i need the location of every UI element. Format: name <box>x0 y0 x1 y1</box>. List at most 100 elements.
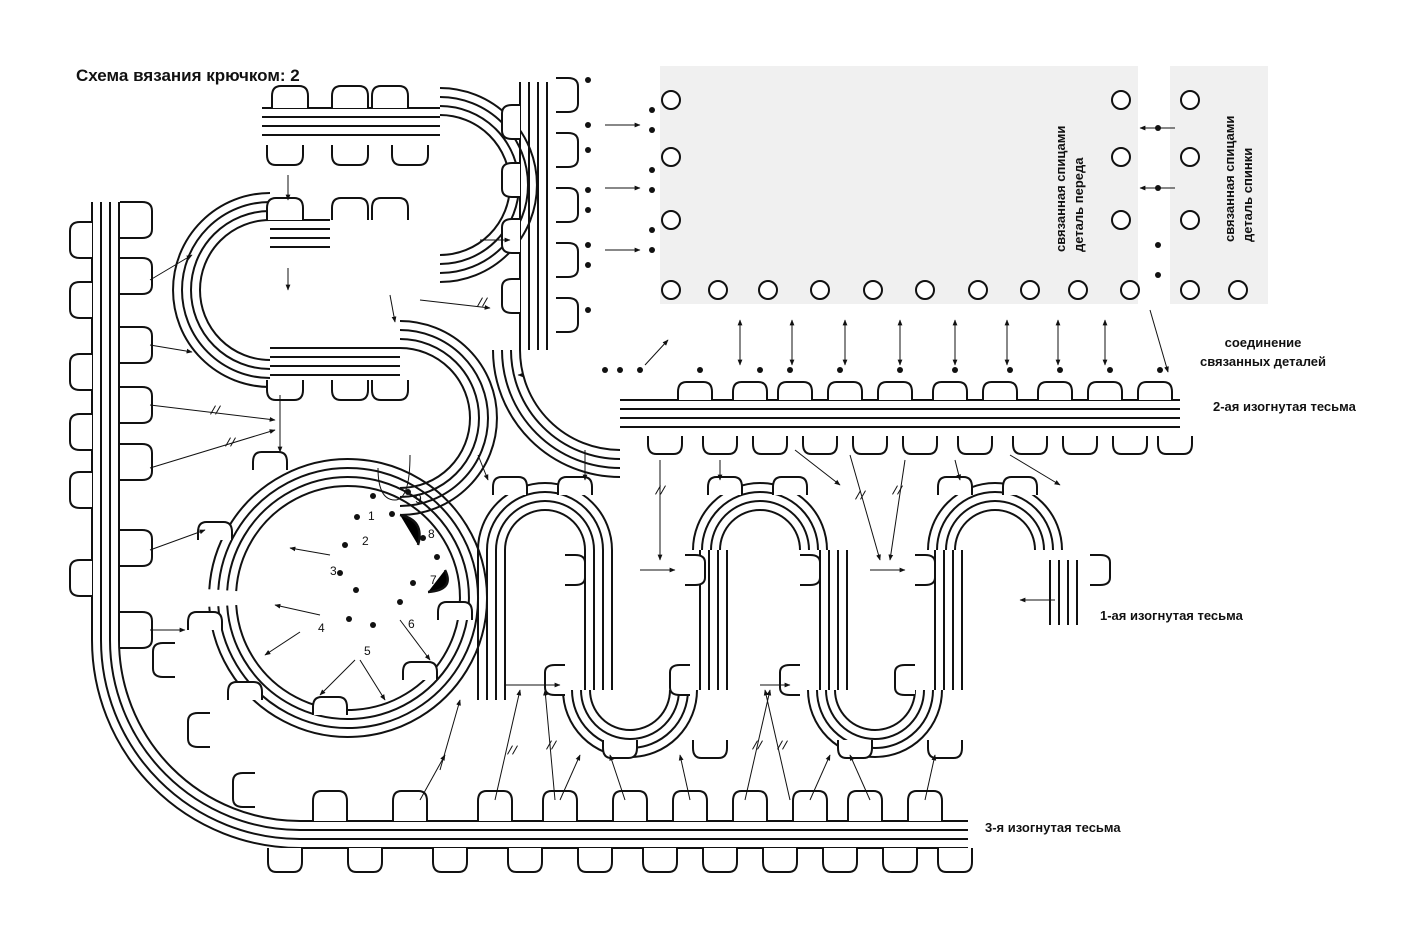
scallop <box>802 436 838 455</box>
center-stitch <box>346 616 352 622</box>
scallop <box>69 353 92 391</box>
scallop <box>69 413 92 451</box>
scallop <box>501 104 520 140</box>
loop-arrow <box>149 429 276 469</box>
lower-loop-turn <box>399 320 498 516</box>
knit-stitch-circle <box>708 280 728 300</box>
scallop <box>557 476 593 495</box>
scallop <box>937 848 973 873</box>
skip-tick <box>752 740 758 750</box>
scallop <box>120 529 153 567</box>
scallop <box>837 740 873 759</box>
edge-dot <box>649 107 655 113</box>
scallop <box>685 554 706 586</box>
skip-tick <box>477 297 483 307</box>
meander-top-arc <box>692 482 828 551</box>
diagram-title: Схема вязания крючком: 2 <box>76 66 300 85</box>
spoke-arrow <box>274 603 321 616</box>
center-stitch <box>370 493 376 499</box>
scallop <box>565 554 586 586</box>
center-stitch <box>389 511 395 517</box>
center-stitch <box>434 554 440 560</box>
scallop <box>266 197 304 220</box>
stitch-number: 4 <box>318 621 325 635</box>
tape3-label: 3-я изогнутая тесьма <box>985 820 1121 835</box>
tape2-corner <box>519 349 621 451</box>
meander-top-arc <box>936 491 1054 551</box>
scallop <box>477 790 513 821</box>
connection-label-line1: соединение <box>1224 335 1302 350</box>
meander-top-arc <box>701 491 819 551</box>
edge-dot <box>697 367 703 373</box>
knit-stitch-circle <box>1068 280 1088 300</box>
lower-loop-turn <box>399 338 480 498</box>
stitch-number: 6 <box>408 617 415 631</box>
scallop <box>707 476 743 495</box>
scallop <box>371 197 409 220</box>
center-stitch <box>342 542 348 548</box>
scallop <box>227 681 263 700</box>
scallop <box>772 476 808 495</box>
edge-dot <box>649 167 655 173</box>
scallop <box>847 790 883 821</box>
scallop <box>271 85 309 108</box>
connection-arrows <box>149 122 1175 801</box>
scallop <box>267 848 303 873</box>
join-arrow <box>1149 309 1169 373</box>
tape3-arrow <box>609 754 626 801</box>
front-panel-label-line2: деталь переда <box>1071 157 1086 252</box>
scallop <box>432 848 468 873</box>
scallop <box>732 790 768 821</box>
scallop <box>266 380 304 401</box>
spoke-arrow <box>264 631 301 656</box>
scallop <box>120 257 153 295</box>
edge-dot <box>617 367 623 373</box>
skip-tick <box>210 405 216 415</box>
skip-tick <box>660 485 666 495</box>
scallop <box>1090 554 1111 586</box>
knit-stitch-circle <box>1180 210 1200 230</box>
tape3-arrow <box>763 689 791 801</box>
scallop <box>577 848 613 873</box>
scallop <box>556 132 579 168</box>
knit-stitch-circle <box>661 90 681 110</box>
scallop <box>371 85 409 108</box>
skip-tick <box>655 485 661 495</box>
meander-bottom-arc <box>825 689 925 740</box>
scallop <box>69 559 92 597</box>
scallop <box>331 85 369 108</box>
scallop <box>852 436 888 455</box>
tape-arrow <box>888 459 906 561</box>
stitch-number: 2 <box>362 534 369 548</box>
spoke-arrow <box>319 659 356 696</box>
edge-dot <box>757 367 763 373</box>
tape3-arrow <box>849 754 871 801</box>
skip-tick <box>892 485 898 495</box>
stitch-number: 8 <box>428 527 435 541</box>
edge-dot <box>585 147 591 153</box>
center-stitch <box>353 587 359 593</box>
scallop <box>187 611 223 630</box>
scallop <box>391 145 429 166</box>
scallop <box>187 712 210 748</box>
skip-tick <box>512 745 518 755</box>
scallop <box>827 381 863 400</box>
scallop <box>779 664 800 696</box>
knit-stitch-circle <box>1180 90 1200 110</box>
scallop <box>492 476 528 495</box>
knit-stitch-circle <box>1120 280 1140 300</box>
center-stitch <box>370 622 376 628</box>
scallop <box>1012 436 1048 455</box>
knit-stitch-circle <box>1111 147 1131 167</box>
tape2-corner <box>510 349 621 460</box>
scallop <box>927 740 963 759</box>
scallop <box>120 443 153 481</box>
join-curve <box>394 454 411 501</box>
mid-loop-turn <box>199 219 271 361</box>
edge-dot <box>952 367 958 373</box>
stitch-number: 5 <box>364 644 371 658</box>
edge-dot <box>585 307 591 313</box>
scallop <box>1157 436 1193 455</box>
scallop <box>312 696 348 715</box>
meander-top-arc <box>477 482 613 551</box>
